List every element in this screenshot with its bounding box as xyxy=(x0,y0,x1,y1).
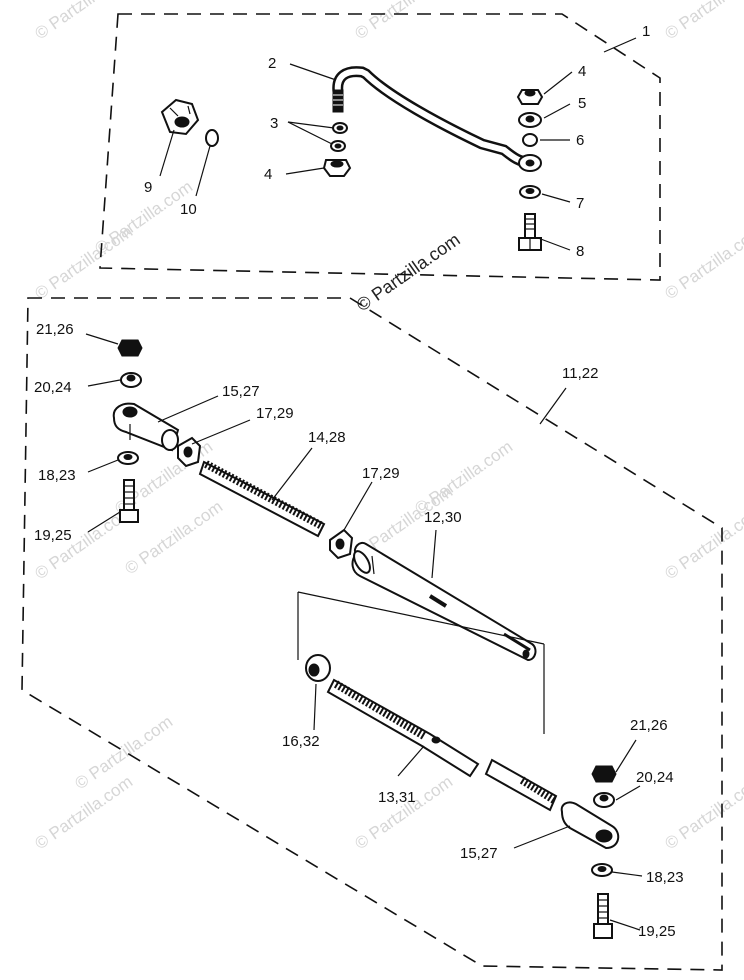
watermark: © Partzilla.com xyxy=(661,502,744,583)
callout-18-23: 18,23 xyxy=(38,467,76,484)
threaded-rod-part xyxy=(484,758,558,812)
washer-hole xyxy=(597,866,607,872)
callout-12-30: 12,30 xyxy=(424,509,462,526)
callout-labels: 1 2 3 4 4 5 6 7 8 9 10 11,22 12,30 13,31… xyxy=(34,23,684,940)
callout-13-31: 13,31 xyxy=(378,789,416,806)
callout-14-28: 14,28 xyxy=(308,429,346,446)
collar-part xyxy=(305,654,331,682)
callout-21-26: 21,26 xyxy=(36,321,74,338)
watermark: © Partzilla.com xyxy=(661,222,744,303)
callout-5: 5 xyxy=(578,95,586,112)
callout-4: 4 xyxy=(578,63,586,80)
ball-joint-part xyxy=(560,801,620,850)
callout-4: 4 xyxy=(264,166,272,183)
collar-hole xyxy=(599,794,609,802)
callout-1: 1 xyxy=(642,23,650,40)
ball-joint-part xyxy=(112,402,180,452)
washer-hole xyxy=(525,188,535,194)
callout-16-32: 16,32 xyxy=(282,733,320,750)
collar-part xyxy=(522,133,538,147)
callout-7: 7 xyxy=(576,195,584,212)
grouping-bracket xyxy=(297,591,545,734)
watermark: © Partzilla.com xyxy=(411,437,516,518)
callout-17-29: 17,29 xyxy=(256,405,294,422)
castle-nut-part xyxy=(160,98,200,136)
watermark: © Partzilla.com xyxy=(31,0,136,43)
bolt-part xyxy=(119,479,139,523)
watermark: © Partzilla.com xyxy=(661,772,744,853)
upper-assembly-frame xyxy=(99,13,661,281)
callout-18-23: 18,23 xyxy=(646,869,684,886)
washer-hole xyxy=(525,115,535,123)
callout-19-25: 19,25 xyxy=(34,527,72,544)
callout-21-26: 21,26 xyxy=(630,717,668,734)
threaded-rod-part xyxy=(198,460,326,538)
lower-assembly-frame xyxy=(21,297,723,971)
nut-hole xyxy=(183,446,193,458)
nut-hole xyxy=(330,160,344,168)
callout-8: 8 xyxy=(576,243,584,260)
nut-part xyxy=(117,339,143,357)
callout-3: 3 xyxy=(270,115,278,132)
callout-9: 9 xyxy=(144,179,152,196)
callout-11-22: 11,22 xyxy=(562,365,598,382)
washer-hole xyxy=(123,454,133,460)
callout-6: 6 xyxy=(576,132,584,149)
bolt-part xyxy=(593,893,613,939)
cotter-pin-part xyxy=(205,129,219,147)
callout-17-29: 17,29 xyxy=(362,465,400,482)
collar-hole xyxy=(126,374,136,382)
nut-hole xyxy=(524,89,536,97)
callout-19-25: 19,25 xyxy=(638,923,676,940)
washer-hole xyxy=(334,143,342,149)
watermark: © Partzilla.com xyxy=(351,0,456,43)
watermark: © Partzilla.com xyxy=(351,772,456,853)
callout-15-27: 15,27 xyxy=(222,383,260,400)
nut-hole xyxy=(335,538,345,550)
leader-lines xyxy=(85,37,643,931)
nut-part xyxy=(516,89,544,105)
watermark: © Partzilla.com xyxy=(661,0,744,43)
callout-20-24: 20,24 xyxy=(34,379,72,396)
bolt-part xyxy=(518,213,542,251)
washer-hole xyxy=(336,125,344,131)
link-rod-part xyxy=(332,66,542,172)
nut-part xyxy=(591,765,617,783)
threaded-tube-part xyxy=(326,678,480,778)
tube-part xyxy=(351,542,537,662)
callout-20-24: 20,24 xyxy=(636,769,674,786)
callout-2: 2 xyxy=(268,55,276,72)
watermark-main: © Partzilla.com xyxy=(353,229,464,315)
callout-10: 10 xyxy=(180,201,197,218)
callout-15-27: 15,27 xyxy=(460,845,498,862)
